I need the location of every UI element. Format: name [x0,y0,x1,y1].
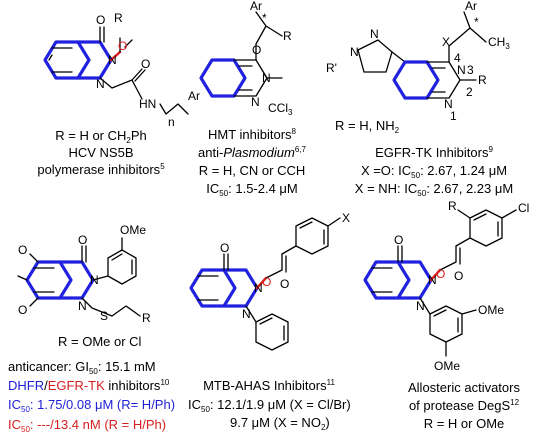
atom-star: * [262,11,267,25]
compound-6-substituent: R = H or OMe [424,416,505,431]
compound-4-anticancer: anticancer: GI50: 15.1 mM [8,359,156,376]
compound-1-substituent: R = H or CH2Ph [55,128,147,145]
compound-3-name: EGFR-TK Inhibitors9 [375,145,493,160]
atom-oxygen: O [454,269,463,283]
ring-number: 4 [454,51,461,65]
atom-nitrogen: N [416,299,425,313]
compound-2-ic50: IC50: 1.5-2.4 μM [206,181,298,198]
atom-nitrogen: N [96,77,105,91]
atom-ome: OMe [478,303,504,317]
compound-1-class: polymerase inhibitors5 [37,162,165,177]
atom-oxygen: O [394,233,403,247]
ring-number: 2 [466,85,473,99]
compound-5-ic50-nitro: 9.7 μM (X = NO2) [230,415,330,432]
atom-oxygen-red: O [262,275,271,289]
compound-4-ic50-dhfr: IC50: 1.75/0.08 μM (R= H/Ph) [8,397,175,414]
atom-sulfur: S [100,309,108,323]
atom-oxygen: O [18,303,27,317]
atom-ome: OMe [434,359,460,373]
atom-oxygen: O [280,277,289,291]
atom-nitrogen: N [242,307,251,321]
atom-ar: Ar [188,89,200,103]
atom-r-prime: R' [326,61,337,75]
compound-4-dhfr-egfr: OMe O O O N N S R R = OMe or Cl anticanc… [8,223,175,434]
compound-5-mtb-ahas: X O O O N N MTB-AHAS Inhibitors11 IC50: … [188,211,351,432]
compound-6-name: Allosteric activators [408,380,520,395]
atom-r: R [448,199,457,213]
atom-r: R [114,11,123,25]
compound-5-name: MTB-AHAS Inhibitors11 [203,378,335,393]
compound-2-name: HMT inhibitors8 [208,127,297,142]
compound-4-structure: OMe O O O N N S R [17,223,151,325]
compound-2-structure: Ar * R O N N CCl3 [199,0,293,117]
compound-3-structure: Ar * CH3 X R' N N N N R 4 3 2 1 [326,0,510,123]
compound-1-name: HCV NS5B [68,145,133,160]
compound-1-structure: O R O N N O HN Ar n [43,11,200,129]
ring-number: 3 [467,63,474,77]
atom-ccl3: CCl3 [268,101,293,117]
atom-nitrogen: N [350,45,359,59]
atom-oxygen: O [96,13,105,27]
atom-nitrogen: N [90,273,99,287]
atom-chlorine: Cl [518,201,529,215]
atom-oxygen-red: O [118,39,127,53]
atom-star: * [474,15,479,29]
atom-oxygen-red: O [436,267,445,281]
atom-oxygen: O [220,241,229,255]
compound-6-degs: R Cl O O O N N OMe OMe Allosteric activa… [363,199,529,431]
compound-2-activity: anti-Plasmodium6,7 [198,145,307,160]
atom-nitrogen: N [108,53,117,67]
atom-nitrogen: N [78,299,87,313]
compound-6-target: of protease DegS12 [409,398,520,413]
compound-1-hcv-ns5b: O R O N N O HN Ar n R = H or CH2Ph HCV N… [37,11,200,177]
compound-3-substituent: R = H, NH2 [335,118,400,135]
ring-number: 1 [450,109,457,123]
atom-x: X [342,211,350,225]
compound-5-structure: X O O O N N [189,211,350,351]
atom-nitrogen: N [444,97,453,111]
compound-4-ic50-egfr: IC50: ---/13.4 nM (R = H/Ph) [8,417,166,434]
compound-4-targets: DHFR/EGFR-TK inhibitors10 [8,378,170,393]
atom-oxygen: O [18,243,27,257]
atom-nitrogen: N [457,63,466,77]
atom-hn: HN [139,97,156,111]
compound-5-ic50-halogen: IC50: 12.1/1.9 μM (X = Cl/Br) [188,397,351,414]
atom-ar: Ar [465,0,477,13]
atom-oxygen: O [141,57,150,71]
atom-ch3: CH3 [488,35,510,51]
atom-r: R [478,73,487,87]
atom-nitrogen: N [251,95,260,109]
atom-r: R [283,29,292,43]
compound-3-ic50-oxygen: X =O: IC50: 2.67, 1.24 μM [361,163,507,180]
atom-nitrogen: N [254,281,263,295]
atom-oxygen: O [252,43,261,57]
compound-2-substituent: R = H, CN or CCH [199,163,306,178]
atom-oxygen: O [78,233,87,247]
compound-6-structure: R Cl O O O N N OMe OMe [363,199,529,373]
compound-3-egfr-tk: Ar * CH3 X R' N N N N R 4 3 2 1 R = H, N… [326,0,513,198]
atom-nitrogen: N [428,273,437,287]
compound-2-hmt: Ar * R O N N CCl3 HMT inhibitors8 anti-P… [198,0,307,198]
atom-r: R [142,311,151,325]
atom-x: X [442,35,450,49]
compound-4-substituent: R = OMe or Cl [58,334,142,349]
atom-ome: OMe [120,223,146,237]
atom-n-subscript: n [168,115,175,129]
atom-nitrogen: N [262,71,271,85]
compound-3-ic50-nh: X = NH: IC50: 2.67, 2.23 μM [355,181,513,198]
atom-ar: Ar [250,0,262,13]
atom-nitrogen: N [370,27,379,41]
